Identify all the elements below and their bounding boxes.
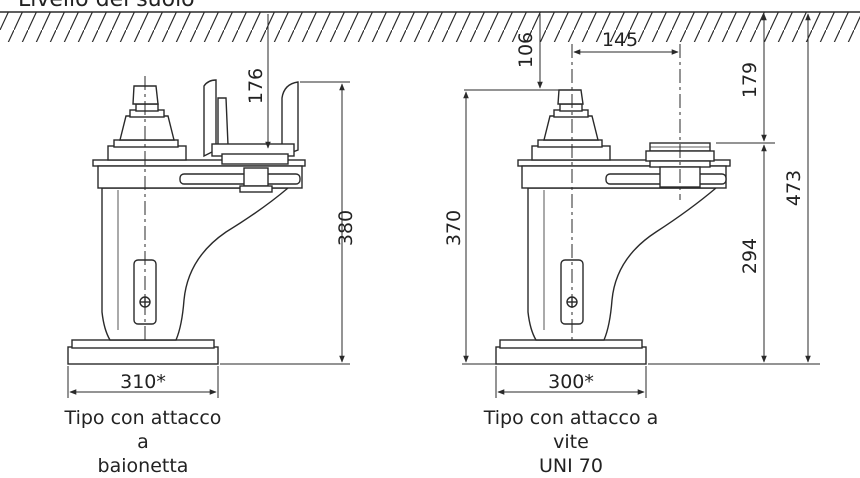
left-hydrant [67, 79, 306, 365]
left-dimensions [67, 14, 350, 398]
left-caption-line1: Tipo con attacco a [64, 407, 222, 453]
right-dim-width: 300* [548, 371, 594, 393]
left-caption-line2: baionetta [97, 455, 189, 477]
right-caption-line2: UNI 70 [539, 455, 603, 477]
ground-level: Livello del suolo [0, 0, 860, 42]
right-dim-top: 106 [515, 32, 537, 68]
left-dim-height: 380 [335, 210, 357, 246]
right-dim-offset: 145 [602, 29, 638, 51]
right-hydrant [495, 89, 731, 365]
left-dim-top: 176 [245, 68, 267, 104]
right-caption-line1: Tipo con attacco a vite [483, 407, 659, 453]
right-dimensions [462, 13, 820, 398]
right-dim-lower: 294 [739, 238, 761, 274]
right-dim-height: 370 [443, 210, 465, 246]
left-caption: Tipo con attacco a baionetta [58, 406, 228, 478]
right-dim-total: 473 [783, 170, 805, 206]
right-caption: Tipo con attacco a vite UNI 70 [466, 406, 676, 478]
right-dim-upper: 179 [739, 62, 761, 98]
left-dim-width: 310* [120, 371, 166, 393]
hydrant-technical-drawing: Livello del suolo [0, 0, 860, 398]
ground-level-title: Livello del suolo [18, 0, 195, 12]
